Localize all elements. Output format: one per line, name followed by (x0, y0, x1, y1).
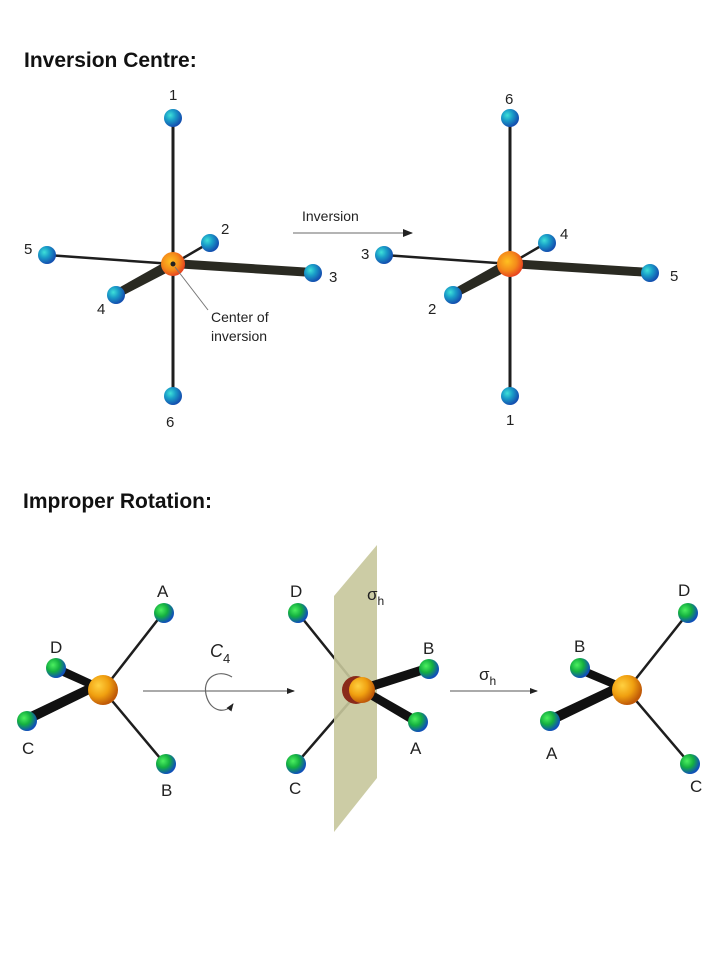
label-B: B (574, 637, 585, 656)
ligand-atom-D (288, 603, 308, 623)
rotation-circular-arrow-icon (204, 673, 234, 712)
ligand-atom-B (419, 659, 439, 679)
bond-D (625, 611, 690, 692)
improper-rotation-title: Improper Rotation: (23, 490, 212, 513)
ligand-atom-2 (201, 234, 219, 252)
label-right: 3 (329, 269, 337, 286)
label-D: D (290, 582, 302, 601)
label-upper-right: 4 (560, 226, 568, 243)
label-top: 1 (169, 87, 177, 104)
ligand-atom-B (570, 658, 590, 678)
label-left: 3 (361, 246, 369, 263)
bond-5 (45, 253, 175, 266)
ligand-atom-A (540, 711, 560, 731)
center-pointer-line (174, 266, 209, 311)
bond-A (101, 611, 165, 692)
ligand-atom-3 (375, 246, 393, 264)
label-A: A (157, 582, 169, 601)
label-bottom: 1 (506, 412, 514, 429)
label-right: 5 (670, 268, 678, 285)
label-left: 5 (24, 241, 32, 258)
tetrahedral-molecule-initial: A D C B (17, 582, 176, 800)
ligand-atom-1 (164, 109, 182, 127)
bond-4 (113, 259, 176, 298)
ligand-atom-C (17, 711, 37, 731)
ligand-atom-C (680, 754, 700, 774)
mirror-plane-label: σh (367, 585, 384, 608)
bond-5 (510, 259, 650, 277)
ligand-atom-A (154, 603, 174, 623)
ligand-atom-4 (107, 286, 125, 304)
center-atom (88, 675, 118, 705)
label-A: A (410, 739, 422, 758)
center-label-line1: Center of (211, 309, 269, 325)
ligand-atom-5 (38, 246, 56, 264)
inversion-arrow-label: Inversion (302, 208, 359, 224)
center-label-line2: inversion (211, 328, 267, 344)
ligand-atom-B (156, 754, 176, 774)
octahedral-molecule-after: 6 4 5 2 3 1 (361, 91, 678, 429)
octahedral-molecule-before: 1 2 3 4 5 6 Center of inversion (24, 87, 337, 431)
label-D: D (678, 581, 690, 600)
center-atom (612, 675, 642, 705)
inversion-center-dot (170, 261, 176, 267)
ligand-atom-6 (164, 387, 182, 405)
bond-C (625, 688, 692, 766)
center-atom (497, 251, 523, 277)
ligand-atom-5 (641, 264, 659, 282)
label-lower-left: 4 (97, 301, 105, 318)
label-bottom: 6 (166, 414, 174, 431)
label-A: A (546, 744, 558, 763)
tetrahedral-molecule-rotated: D B A C σh (286, 545, 439, 832)
tetrahedral-molecule-final: B A D C (540, 581, 702, 796)
ligand-atom-3 (304, 264, 322, 282)
ligand-atom-D (678, 603, 698, 623)
reflection-label: σh (479, 665, 496, 688)
reflection-arrow: σh (450, 665, 538, 694)
ligand-atom-A (408, 712, 428, 732)
ligand-atom-D (46, 658, 66, 678)
label-C: C (22, 739, 34, 758)
bond-B (360, 664, 428, 694)
bond-B (101, 688, 167, 766)
bond-A (549, 683, 620, 725)
label-C: C (690, 777, 702, 796)
label-upper-right: 2 (221, 221, 229, 238)
label-C: C (289, 779, 301, 798)
ligand-atom-2 (444, 286, 462, 304)
center-atom (349, 677, 375, 703)
c4-label: C4 (210, 641, 230, 666)
bond-2 (450, 259, 513, 298)
ligand-atom-6 (501, 109, 519, 127)
bond-3 (382, 253, 512, 266)
ligand-atom-C (286, 754, 306, 774)
inversion-title: Inversion Centre: (24, 49, 197, 72)
label-B: B (423, 639, 434, 658)
ligand-atom-4 (538, 234, 556, 252)
bond-B (580, 665, 622, 691)
label-lower-left: 2 (428, 301, 436, 318)
bond-D (57, 664, 96, 690)
inversion-arrow: Inversion (293, 208, 413, 237)
label-B: B (161, 781, 172, 800)
label-top: 6 (505, 91, 513, 108)
label-D: D (50, 638, 62, 657)
bond-C (26, 682, 96, 724)
c4-rotation-arrow: C4 (143, 641, 295, 712)
bond-3 (173, 259, 313, 277)
ligand-atom-1 (501, 387, 519, 405)
